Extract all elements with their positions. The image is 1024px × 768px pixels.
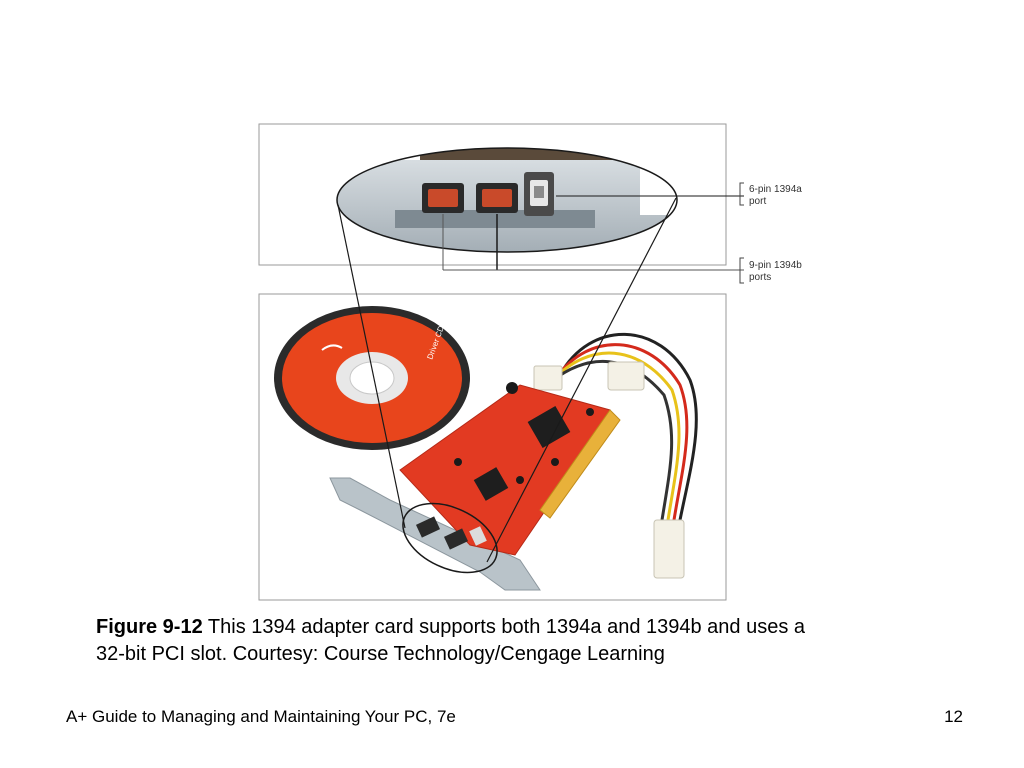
top-closeup-panel: 6-pin 1394a port 9-pin 1394b ports: [258, 123, 802, 284]
caption-text-line1: This 1394 adapter card supports both 139…: [207, 616, 806, 638]
caption-label: Figure 9-12: [96, 616, 203, 638]
callout-nine-pin-line1: 9-pin 1394b: [749, 260, 802, 271]
six-pin-port: [524, 172, 554, 216]
bottom-photo-panel: Driver CD: [258, 293, 727, 601]
figure-illustration: 6-pin 1394a port 9-pin 1394b ports Drive…: [258, 123, 802, 601]
figure-caption: Figure 9-12 This 1394 adapter card suppo…: [96, 614, 926, 668]
caption-text-line2: 32-bit PCI slot. Courtesy: Course Techno…: [96, 643, 665, 665]
ports-highlight-ellipse: [402, 502, 498, 574]
power-cables: [547, 332, 698, 521]
callout-six-pin-line2: port: [749, 196, 766, 207]
controller-chip: [527, 406, 571, 448]
footer-title: A+ Guide to Managing and Maintaining You…: [66, 707, 456, 726]
onboard-power-header: [533, 365, 563, 391]
bracket-closeup: [337, 148, 677, 252]
callout-nine-pin-line2: ports: [749, 272, 771, 283]
phy-chip: [473, 467, 509, 501]
page-number: 12: [944, 707, 963, 726]
zoom-line-right: [486, 197, 677, 563]
zoom-line-left: [337, 204, 406, 529]
molex-connector-bottom: [653, 519, 685, 579]
nine-pin-port-1: [422, 183, 464, 213]
molex-connector-top: [607, 361, 645, 391]
callout-six-pin-line1: 6-pin 1394a: [749, 184, 802, 195]
driver-cd: Driver CD: [274, 306, 470, 450]
magnifier-ellipse: [336, 147, 678, 253]
nine-pin-port-2: [476, 183, 518, 213]
